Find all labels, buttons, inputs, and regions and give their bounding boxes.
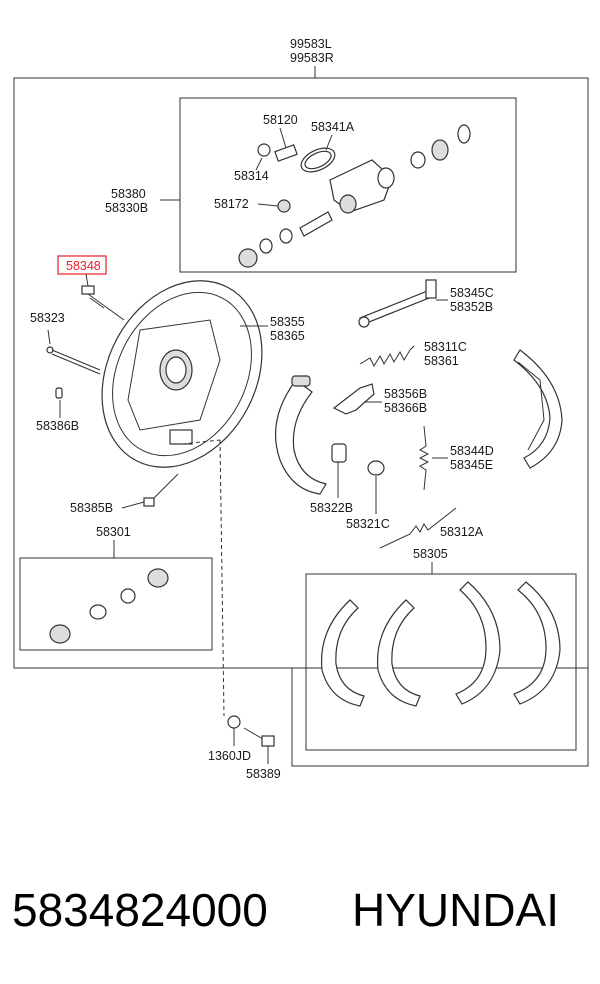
label-58330B: 58330B [105, 201, 148, 215]
part-58311C-spring [359, 345, 415, 368]
label-58305: 58305 [413, 547, 448, 561]
label-58312A: 58312A [440, 525, 484, 539]
label-58389: 58389 [246, 767, 281, 781]
part-58389-bolt [243, 727, 275, 747]
kit-58305-box [305, 573, 577, 751]
kit-58301-parts [49, 568, 169, 644]
label-58311C: 58311C [424, 340, 467, 354]
assembly-number-right: 99583R [290, 51, 334, 65]
kit-58305-shoes [320, 581, 561, 707]
wheel-cylinder-box [179, 97, 517, 273]
label-58314: 58314 [234, 169, 269, 183]
part-58386B-clip [55, 387, 63, 399]
footer: 5834824000 HYUNDAI [0, 880, 600, 950]
part-58345C-adjuster [358, 279, 437, 328]
part-58323-cable [46, 346, 101, 375]
wheel-cylinder-parts [238, 124, 471, 268]
part-58321C-cup [367, 460, 385, 476]
part-number: 5834824000 [12, 884, 268, 936]
assembly-frame [13, 77, 589, 669]
label-58341A: 58341A [311, 120, 355, 134]
label-58380: 58380 [111, 187, 146, 201]
label-58385B: 58385B [70, 501, 113, 515]
part-58348-bolt [81, 285, 125, 321]
label-58352B: 58352B [450, 300, 493, 314]
label-58322B: 58322B [310, 501, 353, 515]
label-58301: 58301 [96, 525, 131, 539]
label-58356B: 58356B [384, 387, 427, 401]
label-58365: 58365 [270, 329, 305, 343]
part-58322B-spring [331, 443, 347, 463]
label-58344D: 58344D [450, 444, 494, 458]
brake-shoe-single [274, 375, 327, 495]
label-58361: 58361 [424, 354, 459, 368]
label-58321C: 58321C [346, 517, 390, 531]
label-58345E: 58345E [450, 458, 493, 472]
kit-58301-box [19, 557, 213, 651]
label-58366B: 58366B [384, 401, 427, 415]
label-1360JD: 1360JD [208, 749, 251, 763]
brake-shoe-right [513, 349, 563, 469]
label-58345C: 58345C [450, 286, 494, 300]
assembly-number-left: 99583L [290, 37, 332, 51]
label-58172: 58172 [214, 197, 249, 211]
label-58386B: 58386B [36, 419, 79, 433]
highlight-box-58348 [57, 255, 107, 275]
part-58312A-spring [379, 507, 457, 549]
label-58348: 58348 [66, 259, 101, 273]
part-1360JD-washer [227, 715, 241, 729]
part-58385B-bleeder [143, 497, 155, 507]
label-58323: 58323 [30, 311, 65, 325]
brand-name: HYUNDAI [352, 884, 560, 936]
assembly-frame-step [291, 668, 589, 767]
label-58120: 58120 [263, 113, 298, 127]
part-58356B-lever [332, 383, 375, 415]
part-58344D-spring [418, 425, 430, 491]
label-58355: 58355 [270, 315, 305, 329]
backing-plate [101, 280, 263, 468]
